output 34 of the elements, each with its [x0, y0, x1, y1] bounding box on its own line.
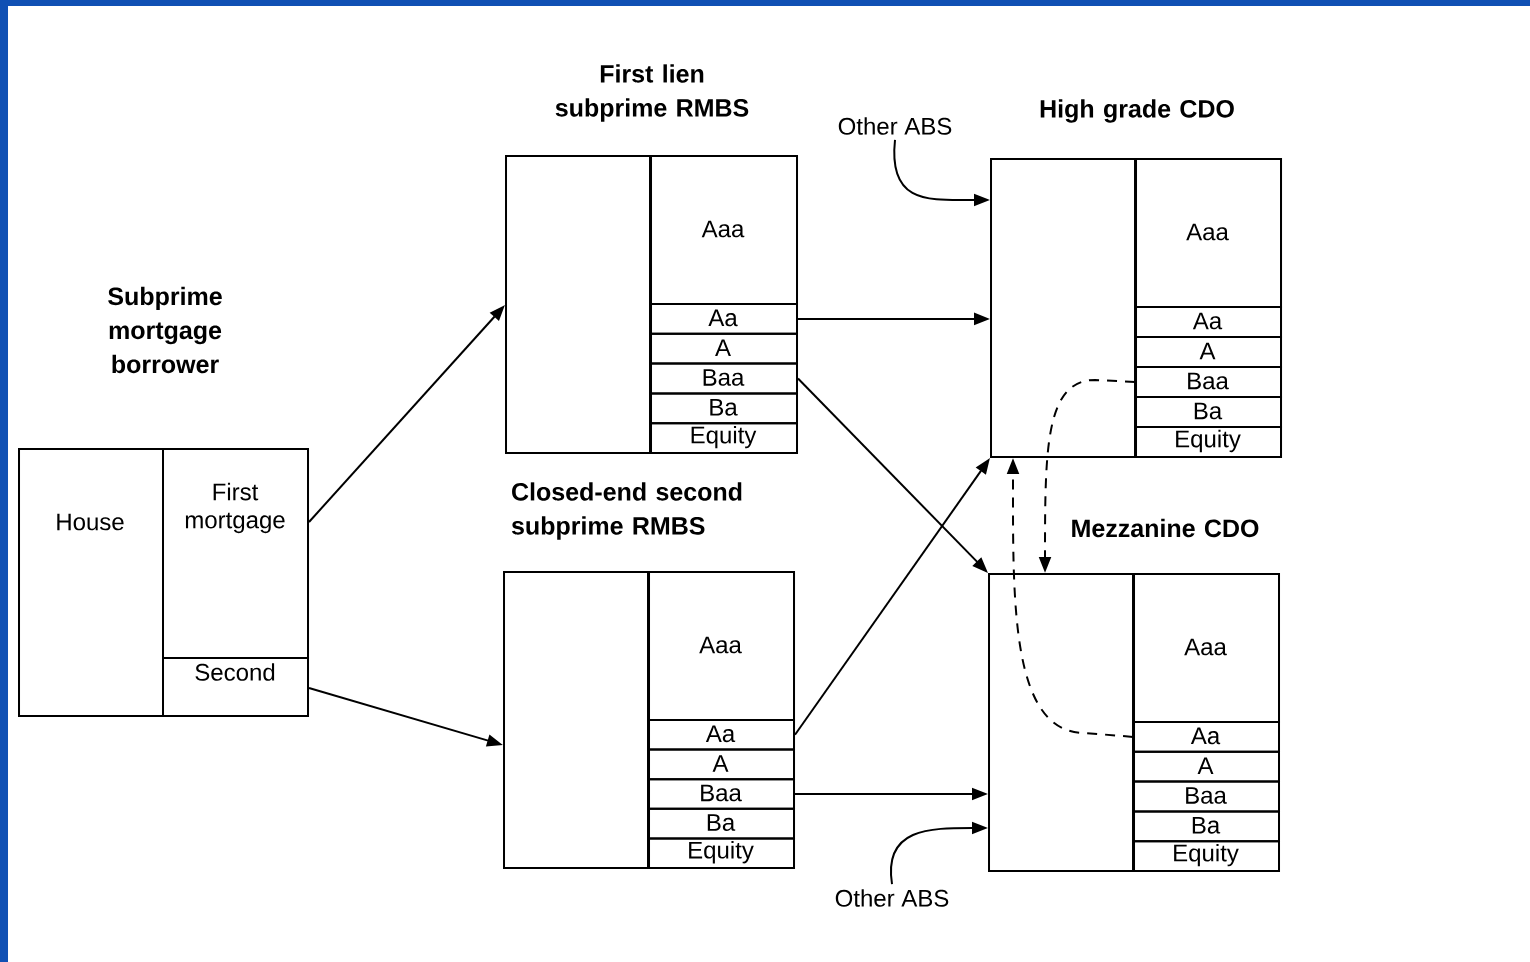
tranche-cell: Baa: [1133, 780, 1280, 813]
tranche-cell: Aaa: [648, 571, 795, 721]
tranche-cell: Baa: [648, 778, 795, 810]
tranche-cell: Aaa: [650, 155, 798, 305]
tranche-cell: Aa: [650, 303, 798, 335]
heading: Mezzanine CDO: [1072, 518, 1259, 538]
tranche-cell: A: [1135, 336, 1282, 368]
tranche-cell: Equity: [648, 837, 795, 869]
tranche-cell: Aa: [1133, 721, 1280, 753]
heading: First lien subprime RMBS: [555, 64, 749, 122]
heading: Closed-end second subprime RMBS: [511, 482, 742, 540]
tranche-cell: Baa: [650, 362, 798, 395]
tranche-cell: Equity: [1135, 426, 1282, 458]
balance-sheet-cell: House: [18, 448, 164, 717]
heading: High grade CDO: [1040, 99, 1234, 123]
source-label: Other ABS: [838, 117, 952, 135]
tranche-cell: Baa: [1135, 366, 1282, 398]
tranche-cell: Equity: [1133, 840, 1280, 872]
tranche-cell: Aa: [1135, 306, 1282, 338]
tranche-cell: Ba: [648, 807, 795, 840]
tranche-cell: A: [650, 332, 798, 365]
tranche-cell: Ba: [650, 392, 798, 425]
tranche-cell: Ba: [1133, 810, 1280, 843]
tranche-cell: Ba: [1135, 396, 1282, 428]
balance-sheet-cell: Second: [162, 657, 309, 717]
tranche-cell: Aaa: [1135, 158, 1282, 308]
tranche-cell: Aaa: [1133, 573, 1280, 723]
heading: Subprime mortgage borrower: [108, 286, 222, 374]
balance-sheet-cell: First mortgage: [162, 448, 309, 659]
tranche-cell: Aa: [648, 719, 795, 751]
tranche-cell: A: [1133, 750, 1280, 783]
tranche-cell: Equity: [650, 422, 798, 454]
tranche-cell: A: [648, 748, 795, 781]
source-label: Other ABS: [835, 889, 949, 907]
